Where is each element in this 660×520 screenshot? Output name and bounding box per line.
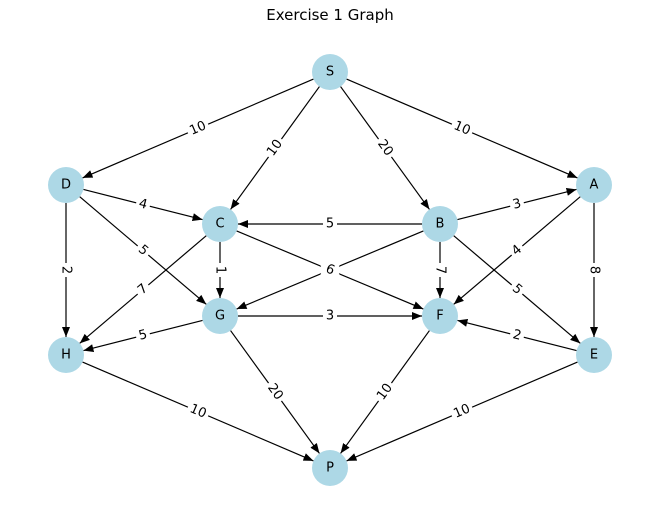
node-label: D	[61, 178, 71, 193]
node-label: A	[590, 178, 599, 193]
node-circle	[48, 167, 84, 203]
edge-weight-A-E: 8	[586, 263, 602, 277]
edge-weight-C-G: 1	[212, 263, 228, 277]
node-circle	[422, 298, 458, 334]
node-label: B	[436, 217, 445, 232]
edge-weight-C-H: 7	[132, 278, 154, 301]
edge-weight-E-P: 10	[448, 399, 476, 424]
edge-weight-text: 4	[137, 196, 149, 213]
edge-weight-text: 5	[326, 217, 334, 232]
node-circle	[576, 167, 612, 203]
edge-weight-G-F: 3	[323, 308, 337, 324]
node-G: G	[202, 298, 238, 334]
edge-weight-text: 10	[451, 118, 472, 138]
node-label: H	[61, 348, 71, 363]
node-label: E	[590, 348, 598, 363]
node-F: F	[422, 298, 458, 334]
node-label: P	[326, 461, 334, 476]
node-label: C	[215, 217, 224, 232]
edge-weight-B-C: 5	[323, 216, 337, 232]
weight-labels-layer: 10102010452536751764835202101010	[58, 116, 602, 424]
node-circle	[48, 337, 84, 373]
node-P: P	[312, 450, 348, 486]
edge-weight-text: 10	[451, 401, 472, 421]
edge-weight-B-A: 3	[508, 195, 526, 214]
edge-weight-text: 5	[137, 327, 149, 344]
node-S: S	[312, 54, 348, 90]
edge-weight-text: 7	[433, 266, 448, 274]
edge-weight-B-F: 7	[432, 263, 448, 277]
edge-weight-C-F: 6	[320, 259, 340, 281]
edge-weight-S-C: 10	[262, 134, 288, 162]
node-C: C	[202, 206, 238, 242]
edge-weight-G-P: 20	[262, 378, 288, 406]
graph-title: Exercise 1 Graph	[266, 6, 394, 24]
node-circle	[576, 337, 612, 373]
edge-weight-G-H: 5	[134, 326, 152, 345]
edge-weight-text: 10	[187, 118, 208, 138]
edge-weight-D-C: 4	[134, 195, 152, 214]
edge-weight-S-B: 20	[372, 134, 398, 162]
node-B: B	[422, 206, 458, 242]
nodes-layer: S D A C B G F H E P	[48, 54, 612, 486]
node-circle	[312, 450, 348, 486]
edge-weight-F-P: 10	[372, 378, 398, 406]
edge-weight-S-D: 10	[184, 116, 212, 141]
node-A: A	[576, 167, 612, 203]
edge-weight-text: 2	[511, 327, 523, 344]
edge-weight-B-E: 5	[506, 278, 528, 301]
edge-weight-text: 3	[511, 196, 523, 213]
edge-weight-D-G: 5	[132, 239, 154, 262]
edge-weight-E-F: 2	[508, 326, 526, 345]
edge-weight-D-H: 2	[58, 263, 74, 277]
node-label: G	[215, 309, 225, 324]
edge-weight-text: 8	[587, 266, 602, 274]
node-label: S	[326, 65, 334, 80]
node-circle	[202, 206, 238, 242]
edge-weight-text: 10	[187, 401, 208, 421]
edge-weight-H-P: 10	[184, 399, 212, 424]
edge-weight-text: 1	[213, 266, 228, 274]
edge-weight-S-A: 10	[448, 116, 476, 141]
node-circle	[422, 206, 458, 242]
node-D: D	[48, 167, 84, 203]
node-circle	[202, 298, 238, 334]
node-H: H	[48, 337, 84, 373]
edge-weight-text: 3	[326, 309, 334, 324]
edge-weight-A-F: 4	[506, 239, 528, 262]
edge-weight-text: 2	[59, 266, 74, 274]
node-E: E	[576, 337, 612, 373]
node-label: F	[436, 309, 443, 324]
node-circle	[312, 54, 348, 90]
